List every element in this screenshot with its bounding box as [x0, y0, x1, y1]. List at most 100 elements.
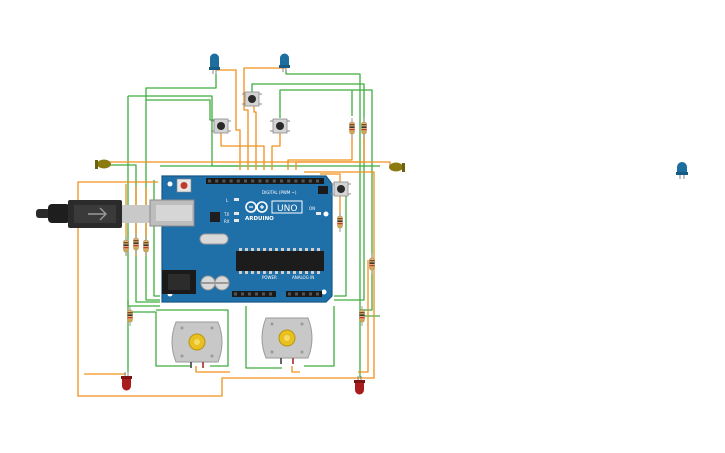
usb-cable-strain [36, 209, 50, 218]
header-pin[interactable] [222, 179, 226, 183]
header-pin[interactable] [229, 179, 233, 183]
header-pin[interactable] [309, 292, 312, 296]
header-pin[interactable] [288, 292, 291, 296]
header-pin[interactable] [265, 179, 269, 183]
header-pin[interactable] [258, 179, 262, 183]
led-bottom-right[interactable] [354, 376, 365, 395]
wire-orange[interactable] [243, 67, 286, 170]
led-top-right[interactable] [279, 53, 290, 73]
arduino-uno-board[interactable]: L TX RX ON ARDUINO UNO DIGITAL (PWM ~) P… [149, 175, 333, 303]
wire-green[interactable] [251, 83, 365, 301]
dc-motor-right[interactable] [261, 317, 313, 364]
header-pin[interactable] [241, 292, 244, 296]
reset-button-cap[interactable] [180, 182, 188, 189]
resistor[interactable] [143, 236, 149, 256]
tx-label: TX [223, 212, 229, 217]
header-pin[interactable] [251, 179, 255, 183]
usb-cable[interactable] [36, 200, 152, 228]
wire-green[interactable] [334, 186, 347, 297]
led-bottom-left[interactable] [121, 372, 132, 391]
wire-green[interactable] [245, 306, 282, 369]
mounting-hole [321, 289, 327, 295]
brand-text: ARDUINO [245, 216, 274, 222]
wire-orange[interactable] [295, 132, 365, 170]
wire-green[interactable] [153, 180, 160, 297]
header-pin[interactable] [316, 179, 319, 183]
wire-green[interactable] [146, 99, 221, 121]
led-top-left[interactable] [209, 53, 220, 75]
wire-green[interactable] [156, 309, 229, 367]
header-pin[interactable] [287, 179, 291, 183]
header-pin[interactable] [244, 179, 247, 183]
led-l-indicator [234, 198, 239, 201]
wire-orange[interactable] [320, 173, 341, 224]
wire-green[interactable] [285, 70, 380, 317]
digital-header[interactable] [206, 178, 324, 184]
resistor[interactable] [369, 254, 375, 274]
wire-green[interactable] [110, 164, 160, 303]
resistor[interactable] [127, 306, 133, 326]
wire-orange[interactable] [220, 128, 265, 170]
chip-pin [305, 271, 308, 274]
wire-orange[interactable] [216, 69, 241, 170]
chip-pin [275, 248, 278, 251]
analog-label: ANALOG IN [292, 275, 314, 280]
header-pin[interactable] [316, 292, 319, 296]
header-pin[interactable] [255, 292, 258, 296]
rx-label: RX [224, 219, 230, 224]
header-pin[interactable] [234, 292, 237, 296]
wire-green[interactable] [145, 74, 217, 301]
resistor[interactable] [123, 236, 129, 256]
chip-pin [281, 248, 284, 251]
power-header[interactable] [232, 291, 276, 297]
resistor[interactable] [349, 118, 355, 138]
wire-orange[interactable] [253, 104, 257, 170]
resistor[interactable] [359, 306, 365, 326]
wire-orange[interactable] [358, 260, 369, 373]
led-rx-indicator [234, 219, 239, 222]
wire-orange[interactable] [110, 161, 391, 166]
header-pin[interactable] [301, 179, 305, 183]
wire-orange[interactable] [271, 130, 281, 170]
push-button[interactable] [242, 91, 262, 107]
dc-motor-left[interactable] [171, 321, 223, 368]
chip-pin [311, 248, 314, 251]
resistors [123, 118, 375, 326]
header-pin[interactable] [294, 179, 298, 183]
arduino-logo-icon [245, 201, 268, 213]
header-pin[interactable] [272, 179, 276, 183]
chip-pin [317, 271, 320, 274]
push-button[interactable] [211, 118, 231, 134]
push-button[interactable] [331, 181, 351, 197]
header-pin[interactable] [280, 179, 283, 183]
header-pin[interactable] [262, 292, 265, 296]
wire-green[interactable] [360, 170, 373, 311]
chip-pin [269, 248, 272, 251]
resistor[interactable] [337, 212, 343, 232]
led-left[interactable] [95, 159, 111, 170]
resistor[interactable] [361, 118, 367, 138]
led-far-right[interactable] [676, 162, 688, 179]
chip-pin [305, 248, 308, 251]
wire-orange[interactable] [195, 366, 230, 373]
wire-orange[interactable] [291, 366, 300, 373]
header-pin[interactable] [308, 179, 312, 183]
header-pin[interactable] [208, 179, 211, 183]
wire-green[interactable] [128, 311, 190, 367]
wire-green[interactable] [304, 306, 335, 367]
header-pin[interactable] [302, 292, 305, 296]
resistor[interactable] [133, 234, 139, 254]
power-label: POWER [262, 275, 277, 280]
led-right[interactable] [389, 162, 405, 173]
usb-connector-metal [122, 205, 152, 223]
header-pin[interactable] [215, 179, 219, 183]
header-pin[interactable] [248, 292, 251, 296]
push-button[interactable] [270, 118, 290, 134]
wire-green[interactable] [279, 89, 373, 170]
chip-pin [239, 248, 242, 251]
header-pin[interactable] [269, 292, 272, 296]
header-pin[interactable] [295, 292, 298, 296]
wire-orange[interactable] [287, 132, 353, 170]
header-pin[interactable] [236, 179, 240, 183]
